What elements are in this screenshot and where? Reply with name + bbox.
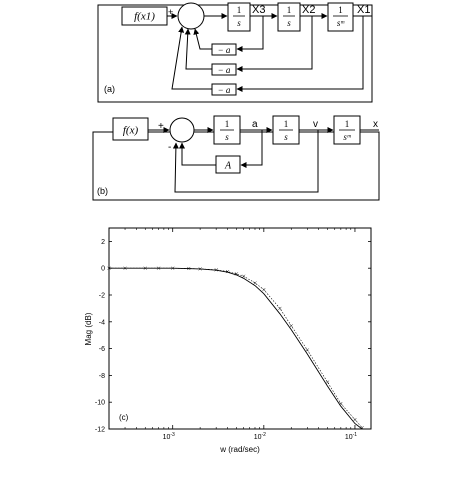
series-point	[107, 266, 111, 270]
panel-c-bode-magnitude-plot: 2 0 -2 -4 -6 -8 -10 -12 10-3 10-2 10-1 (c) w (rad…	[84, 227, 372, 454]
series-point	[253, 281, 257, 285]
y-axis-ticks: 2 0 -2 -4 -6 -8 -10 -12	[95, 239, 371, 434]
panel-a-signal-x1: X1	[357, 4, 370, 16]
y-tick-label: -10	[95, 400, 105, 407]
series-point	[143, 266, 147, 270]
panel-a-final-num: 1	[338, 5, 343, 15]
y-axis-label: Mag (dB)	[84, 312, 93, 345]
series-point	[198, 267, 202, 271]
panel-b-final-den: sᵐ	[343, 132, 352, 142]
panel-a-text: f(x1) + 1 s 1 s 1 sᵐ X3 X2 X1 − a − a − …	[104, 4, 370, 95]
y-tick-label: 2	[101, 239, 105, 246]
panel-a-integrator-1	[227, 2, 251, 32]
series-point	[225, 269, 230, 274]
panel-b-int2-num: 1	[284, 119, 289, 129]
panel-b-sum-minus: -	[168, 142, 171, 153]
panel-b-gain-label: A	[224, 161, 232, 172]
panel-b-label: (b)	[97, 186, 108, 196]
y-tick-label: -8	[99, 373, 105, 380]
panel-a-gain-3-label: − a	[218, 85, 231, 95]
series-point	[171, 266, 175, 270]
panel-a-signal-x2: X2	[302, 4, 315, 16]
panel-a-gain-2-label: − a	[218, 65, 231, 75]
panel-a-integrator-2	[277, 2, 301, 32]
panel-a-final-block	[327, 2, 354, 32]
series-point	[353, 417, 357, 422]
panel-b-int2-den: s	[284, 132, 288, 142]
panel-a-int2-den: s	[287, 18, 291, 28]
panel-c-label: (c)	[119, 413, 129, 422]
series-point	[123, 266, 127, 270]
series-point	[234, 272, 239, 276]
panel-b-summing-junction	[169, 117, 195, 143]
x-tick-label: 10-2	[254, 432, 266, 441]
series-point	[278, 306, 282, 311]
series-point	[325, 380, 330, 384]
series-point	[241, 274, 246, 278]
panel-b-signal-a: a	[252, 119, 258, 130]
series-line-0	[109, 267, 363, 430]
panel-a-summing-junction	[177, 2, 205, 30]
panel-b-text: f(x) + - 1 s 1 s 1 sᵐ a v x A (b)	[97, 119, 378, 196]
x-tick-label: 10-1	[345, 432, 357, 441]
y-tick-label: -4	[99, 319, 105, 326]
panel-b-input-label: f(x)	[123, 125, 139, 137]
panel-a-sum-plus: +	[168, 7, 173, 17]
panel-b-final-num: 1	[345, 119, 350, 129]
panel-b-integrator-1	[213, 115, 241, 145]
y-tick-label: -2	[99, 293, 105, 300]
panel-b-int1-num: 1	[225, 119, 230, 129]
panel-a-block-diagram	[97, 2, 373, 103]
series-point	[156, 266, 161, 270]
series-point	[305, 348, 309, 352]
panel-a-signal-x3: X3	[252, 4, 265, 16]
x-axis-ticks: 10-3 10-2 10-1	[124, 228, 357, 441]
panel-b-sum-plus: +	[158, 121, 164, 132]
panel-a-gain-1-label: − a	[218, 45, 231, 55]
series-layer	[107, 266, 364, 430]
y-tick-label: -12	[95, 427, 105, 434]
panel-a-int2-num: 1	[287, 5, 292, 15]
series-point	[262, 287, 266, 292]
panel-b-signal-v: v	[313, 119, 318, 130]
panel-b-input-block	[112, 117, 149, 141]
panel-a-input-label: f(x1)	[134, 11, 155, 23]
series-point	[289, 324, 293, 328]
x-axis-label: w (rad/sec)	[219, 445, 260, 454]
series-point	[187, 266, 191, 271]
series-point	[339, 401, 343, 406]
panel-b-signal-x: x	[373, 119, 378, 130]
plot-area-frame	[108, 227, 372, 430]
panel-b-int1-den: s	[225, 132, 229, 142]
y-tick-label: -6	[99, 346, 105, 353]
series-line-1	[109, 267, 363, 428]
series-point	[360, 425, 364, 430]
panel-a-final-den: sᵐ	[337, 18, 346, 28]
x-tick-label: 10-3	[163, 432, 175, 441]
y-tick-label: 0	[101, 266, 105, 273]
panel-a-int1-num: 1	[237, 5, 242, 15]
panel-a-int1-den: s	[237, 18, 241, 28]
panel-a-label: (a)	[104, 84, 115, 94]
series-point	[214, 268, 218, 272]
